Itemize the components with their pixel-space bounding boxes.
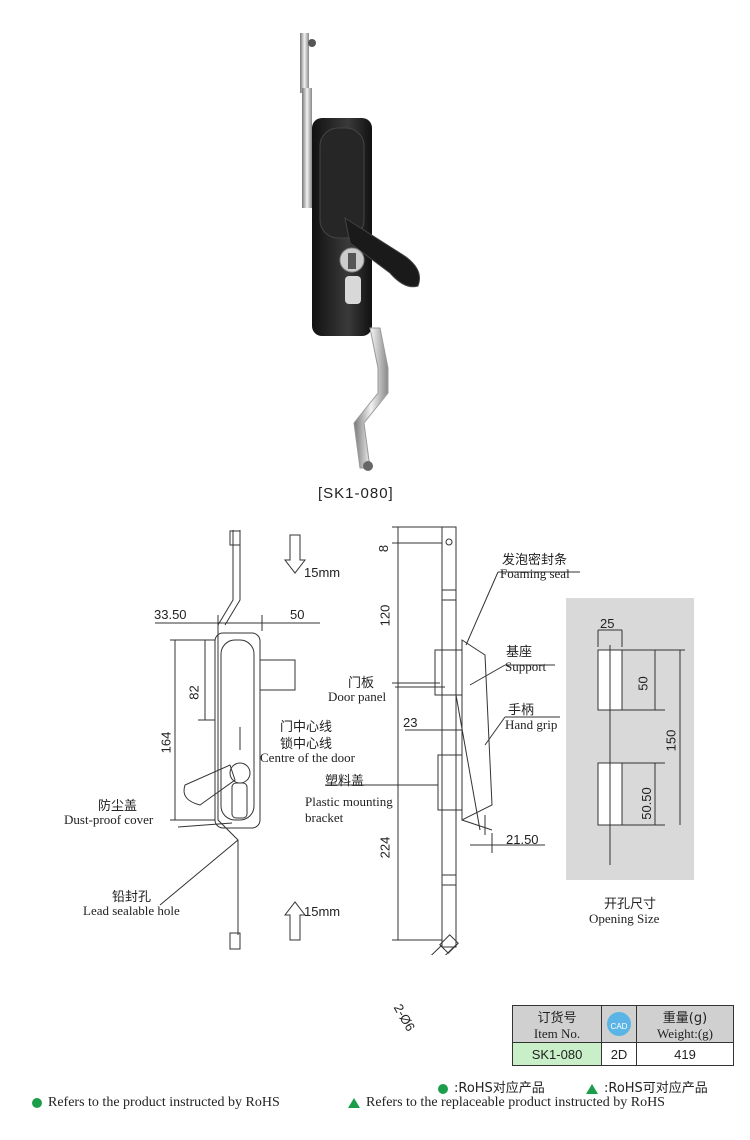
plastic-cover-en-2: bracket [305,810,344,825]
spec-table: 订货号 Item No. CAD 重量(g) Weight:(g) SK1-08… [512,1005,734,1066]
dim-side-top: 8 [376,544,392,553]
header-item-no: 订货号 Item No. [512,1005,602,1043]
dim-front-offset: 50 [290,607,305,622]
hand-grip-en: Hand grip [505,717,558,732]
item-no-cell: SK1-080 [512,1042,602,1066]
door-panel-en: Door panel [328,689,387,704]
plastic-cover-en-1: Plastic mounting [305,794,393,809]
rohs-triangle-icon [348,1097,360,1108]
dim-front-half: 82 [186,685,202,700]
header-weight-en: Weight:(g) [657,1025,713,1041]
rohs-legend-cn-2: :RoHS可对应产品 [586,1077,708,1096]
dim-open-width: 25 [600,616,615,631]
dust-cover-en: Dust-proof cover [64,812,154,827]
dim-side-base: 21.50 [506,832,539,847]
lock-center-cn: 锁中心线 [280,737,333,752]
opening-size-en: Opening Size [589,911,660,926]
product-photo [300,33,420,471]
foam-seal-cn: 发泡密封条 [502,553,568,568]
door-panel-cn: 门板 [348,676,375,691]
support-en: Support [505,659,547,674]
rohs-legend-cn-1: :RoHS对应产品 [438,1077,545,1096]
dust-cover-cn: 防尘盖 [98,799,138,814]
dim-rod-dia: 2-Ø6 [390,1001,419,1034]
travel-bottom: 15mm [304,904,341,919]
lead-hole-en: Lead sealable hole [83,903,180,918]
rohs-dot-icon [438,1083,448,1094]
door-center-cn: 门中心线 [280,720,333,735]
foam-seal-en: Foaming seal [500,566,570,581]
cad-icon: CAD [607,1012,631,1036]
door-center-en: Centre of the door [260,750,355,765]
weight-cell: 419 [636,1042,734,1066]
travel-top: 15mm [304,565,341,580]
header-weight: 重量(g) Weight:(g) [636,1005,734,1043]
plastic-cover-cn: 塑料盖 [325,774,365,789]
header-weight-cn: 重量(g) [662,1010,708,1026]
cad-type-cell: 2D [601,1042,637,1066]
hand-grip-cn: 手柄 [508,703,535,718]
technical-drawing [155,526,694,955]
rohs-legend-en-2: Refers to the replaceable product instru… [348,1095,665,1111]
rohs-triangle-icon [586,1083,598,1094]
dim-side-lower: 224 [377,836,393,859]
dim-open-h1: 50 [635,676,651,691]
header-item-en: Item No. [533,1025,581,1041]
support-cn: 基座 [506,645,533,660]
dim-open-h2: 50.50 [638,787,654,820]
product-code: [SK1-080] [318,485,394,502]
rohs-dot-icon [32,1097,42,1108]
lead-hole-cn: 铅封孔 [112,890,152,905]
dim-front-height: 164 [158,731,174,754]
dim-open-pitch: 150 [663,729,679,752]
header-cad: CAD [601,1005,637,1043]
dim-side-upper: 120 [377,604,393,627]
rohs-legend-en-1: Refers to the product instructed by RoHS [32,1095,280,1111]
dim-front-width: 33.50 [154,607,187,622]
opening-size-cn: 开孔尺寸 [604,897,657,912]
dim-side-depth: 23 [403,715,418,730]
header-item-cn: 订货号 [537,1010,577,1026]
